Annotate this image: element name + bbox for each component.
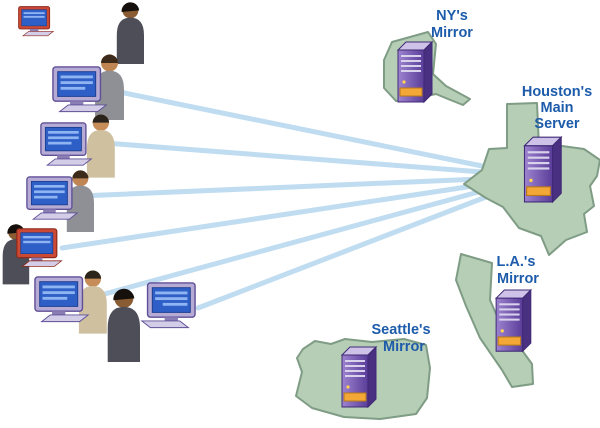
user-computer-icon	[26, 176, 78, 220]
user-person-icon	[86, 114, 115, 178]
connection-line	[87, 188, 485, 301]
connection-line	[59, 182, 483, 251]
connection-line	[77, 176, 483, 199]
user-computer-icon	[52, 66, 107, 113]
user-cluster	[2, 2, 196, 362]
user-computer-icon	[40, 122, 92, 166]
user-computer-icon	[18, 6, 54, 37]
connection-lines	[59, 85, 489, 311]
connection-line	[97, 85, 485, 169]
node-ny-mirror: NY's Mirror	[383, 8, 473, 106]
la-label-line1: L.A.'s	[497, 254, 536, 270]
node-seattle-mirror: Seattle's Mirror	[295, 322, 431, 420]
la-label-line2: Mirror	[497, 271, 539, 287]
houston-label-line2: Main	[540, 100, 573, 116]
ny-server-icon	[397, 41, 433, 103]
node-la-mirror: L.A.'s Mirror	[455, 253, 539, 388]
la-server-icon	[495, 289, 532, 352]
user-person-icon	[107, 288, 140, 362]
houston-server-icon	[523, 136, 562, 203]
connection-line	[89, 139, 485, 175]
california-state-shape	[455, 253, 534, 388]
houston-label-line1: Houston's	[522, 84, 592, 100]
user-computer-icon	[141, 282, 196, 329]
user-person-icon	[116, 2, 144, 64]
seattle-server-icon	[341, 346, 377, 408]
houston-label-line3: Server	[534, 116, 580, 132]
ny-label-line2: Mirror	[431, 25, 473, 41]
connection-line	[195, 194, 489, 311]
user-computer-icon	[34, 276, 89, 323]
seattle-label-line1: Seattle's	[371, 322, 430, 338]
seattle-label-line2: Mirror	[383, 339, 425, 355]
ny-label-line1: NY's	[436, 8, 468, 24]
node-houston-main-server: Houston's Main Server	[463, 84, 600, 256]
